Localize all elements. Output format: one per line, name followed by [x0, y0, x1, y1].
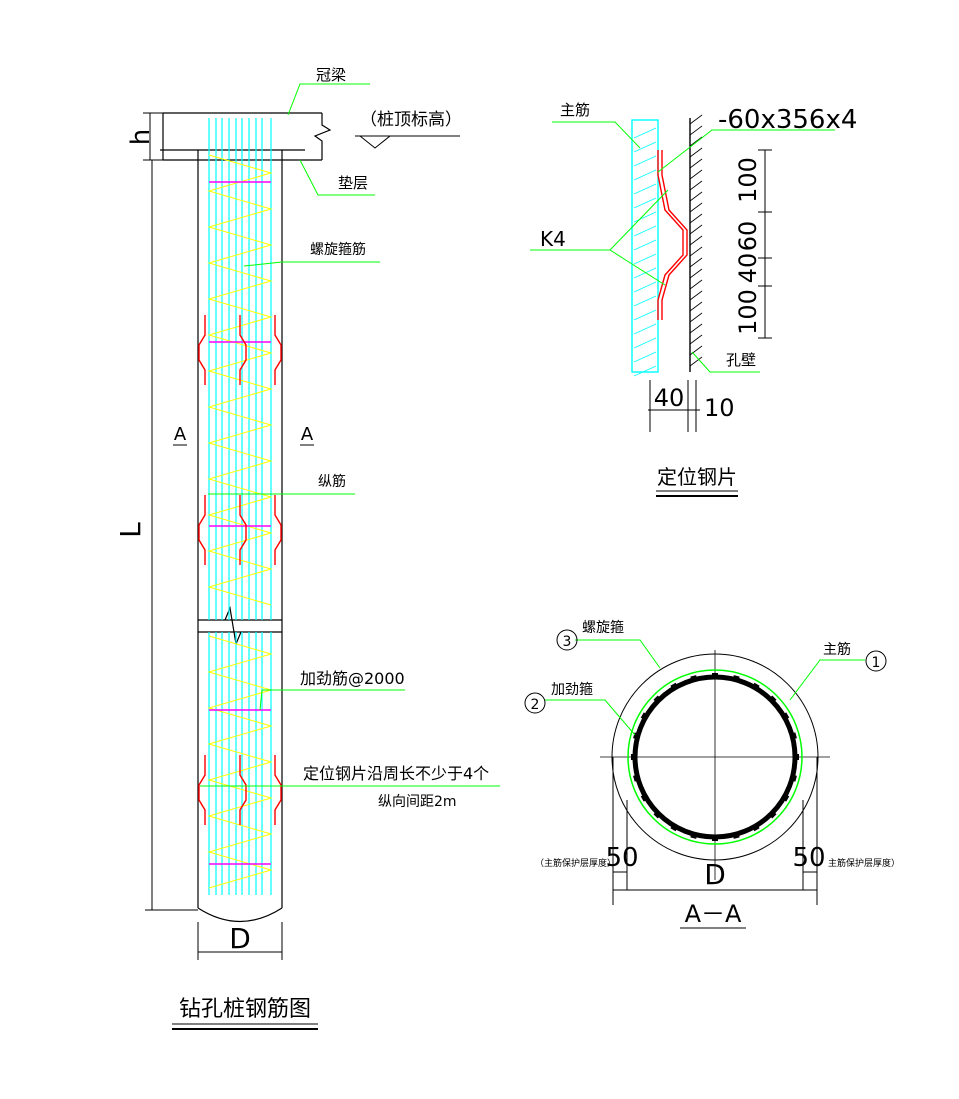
dim-h-label: h	[126, 129, 156, 145]
dim-cover-right: 50	[792, 843, 825, 873]
section-mark-left: A	[174, 424, 187, 445]
pile-title: 钻孔桩钢筋图	[179, 997, 311, 1022]
label-main-bar: 主筋	[560, 101, 590, 119]
section-leaders	[545, 639, 865, 736]
dim-D-label: D	[229, 922, 251, 955]
section-mark-right: A	[301, 424, 314, 445]
label-stiffener: 加劲筋@2000	[300, 669, 405, 688]
spacer-detail: 100 60 40 60 100 40 10 主筋 -60x356x4 K4 孔…	[530, 101, 857, 497]
spacer-dim-2: 60	[734, 221, 762, 252]
spacer-dim-40: 40	[654, 384, 685, 412]
num-stiffener: 2	[531, 697, 540, 713]
spacer-title: 定位钢片	[657, 465, 737, 489]
pile-leaders	[200, 83, 500, 787]
dim-section-D: D	[704, 858, 726, 891]
label-stiffener-hoop: 加劲箍	[551, 681, 593, 698]
num-spiral: 3	[563, 634, 572, 650]
main-bar-dots	[631, 673, 799, 841]
label-main: 主筋	[823, 641, 851, 658]
label-longitudinal: 纵筋	[318, 473, 346, 490]
dim-L-label: L	[114, 522, 147, 538]
spacer-dim-10: 10	[704, 394, 735, 422]
spacer-plates	[198, 315, 282, 825]
label-plate-size: -60x356x4	[718, 105, 857, 135]
label-weld: K4	[540, 227, 566, 251]
num-main: 1	[872, 655, 881, 671]
spacer-plate-shape	[657, 150, 684, 320]
longitudinal-bars	[208, 118, 272, 895]
label-spacer-note-2: 纵向间距2m	[378, 794, 457, 810]
spacer-dim-1: 100	[734, 157, 762, 203]
spacer-dims	[648, 149, 772, 432]
label-spiral: 螺旋箍	[582, 619, 624, 636]
pile-outline	[160, 149, 305, 923]
note-cover-left: （主筋保护层厚度）	[535, 857, 616, 869]
section-aa: 3 2 1 螺旋箍 加劲箍 主筋 50 50 D （主筋保护层厚度） 主筋保护层…	[524, 619, 900, 929]
dim-D	[197, 922, 283, 960]
spacer-dim-5: 100	[734, 289, 762, 335]
label-pile-top-elev: （桩顶标高）	[360, 110, 462, 130]
label-hole-wall: 孔壁	[726, 351, 756, 369]
bar-hatch	[633, 127, 657, 377]
elevation-symbol	[355, 135, 460, 149]
dim-L	[145, 160, 198, 911]
spacer-dim-3: 40	[734, 253, 762, 284]
label-spacer-note-1: 定位钢片沿周长不少于4个	[303, 764, 489, 783]
wall-hatch	[689, 114, 703, 367]
stiffener-bars	[209, 181, 271, 865]
cap-beam	[162, 112, 332, 161]
dim-h	[143, 112, 163, 161]
note-cover-right: 主筋保护层厚度）	[828, 857, 900, 869]
dim-cover-left: 50	[605, 843, 638, 873]
section-title: A－A	[685, 900, 742, 928]
label-cushion: 垫层	[338, 174, 368, 192]
label-cap-beam: 冠梁	[316, 66, 346, 84]
spacer-leaders	[530, 121, 835, 373]
pile-elevation: h L D A A	[114, 66, 500, 1030]
label-spiral-stirrup: 螺旋箍筋	[310, 241, 366, 258]
